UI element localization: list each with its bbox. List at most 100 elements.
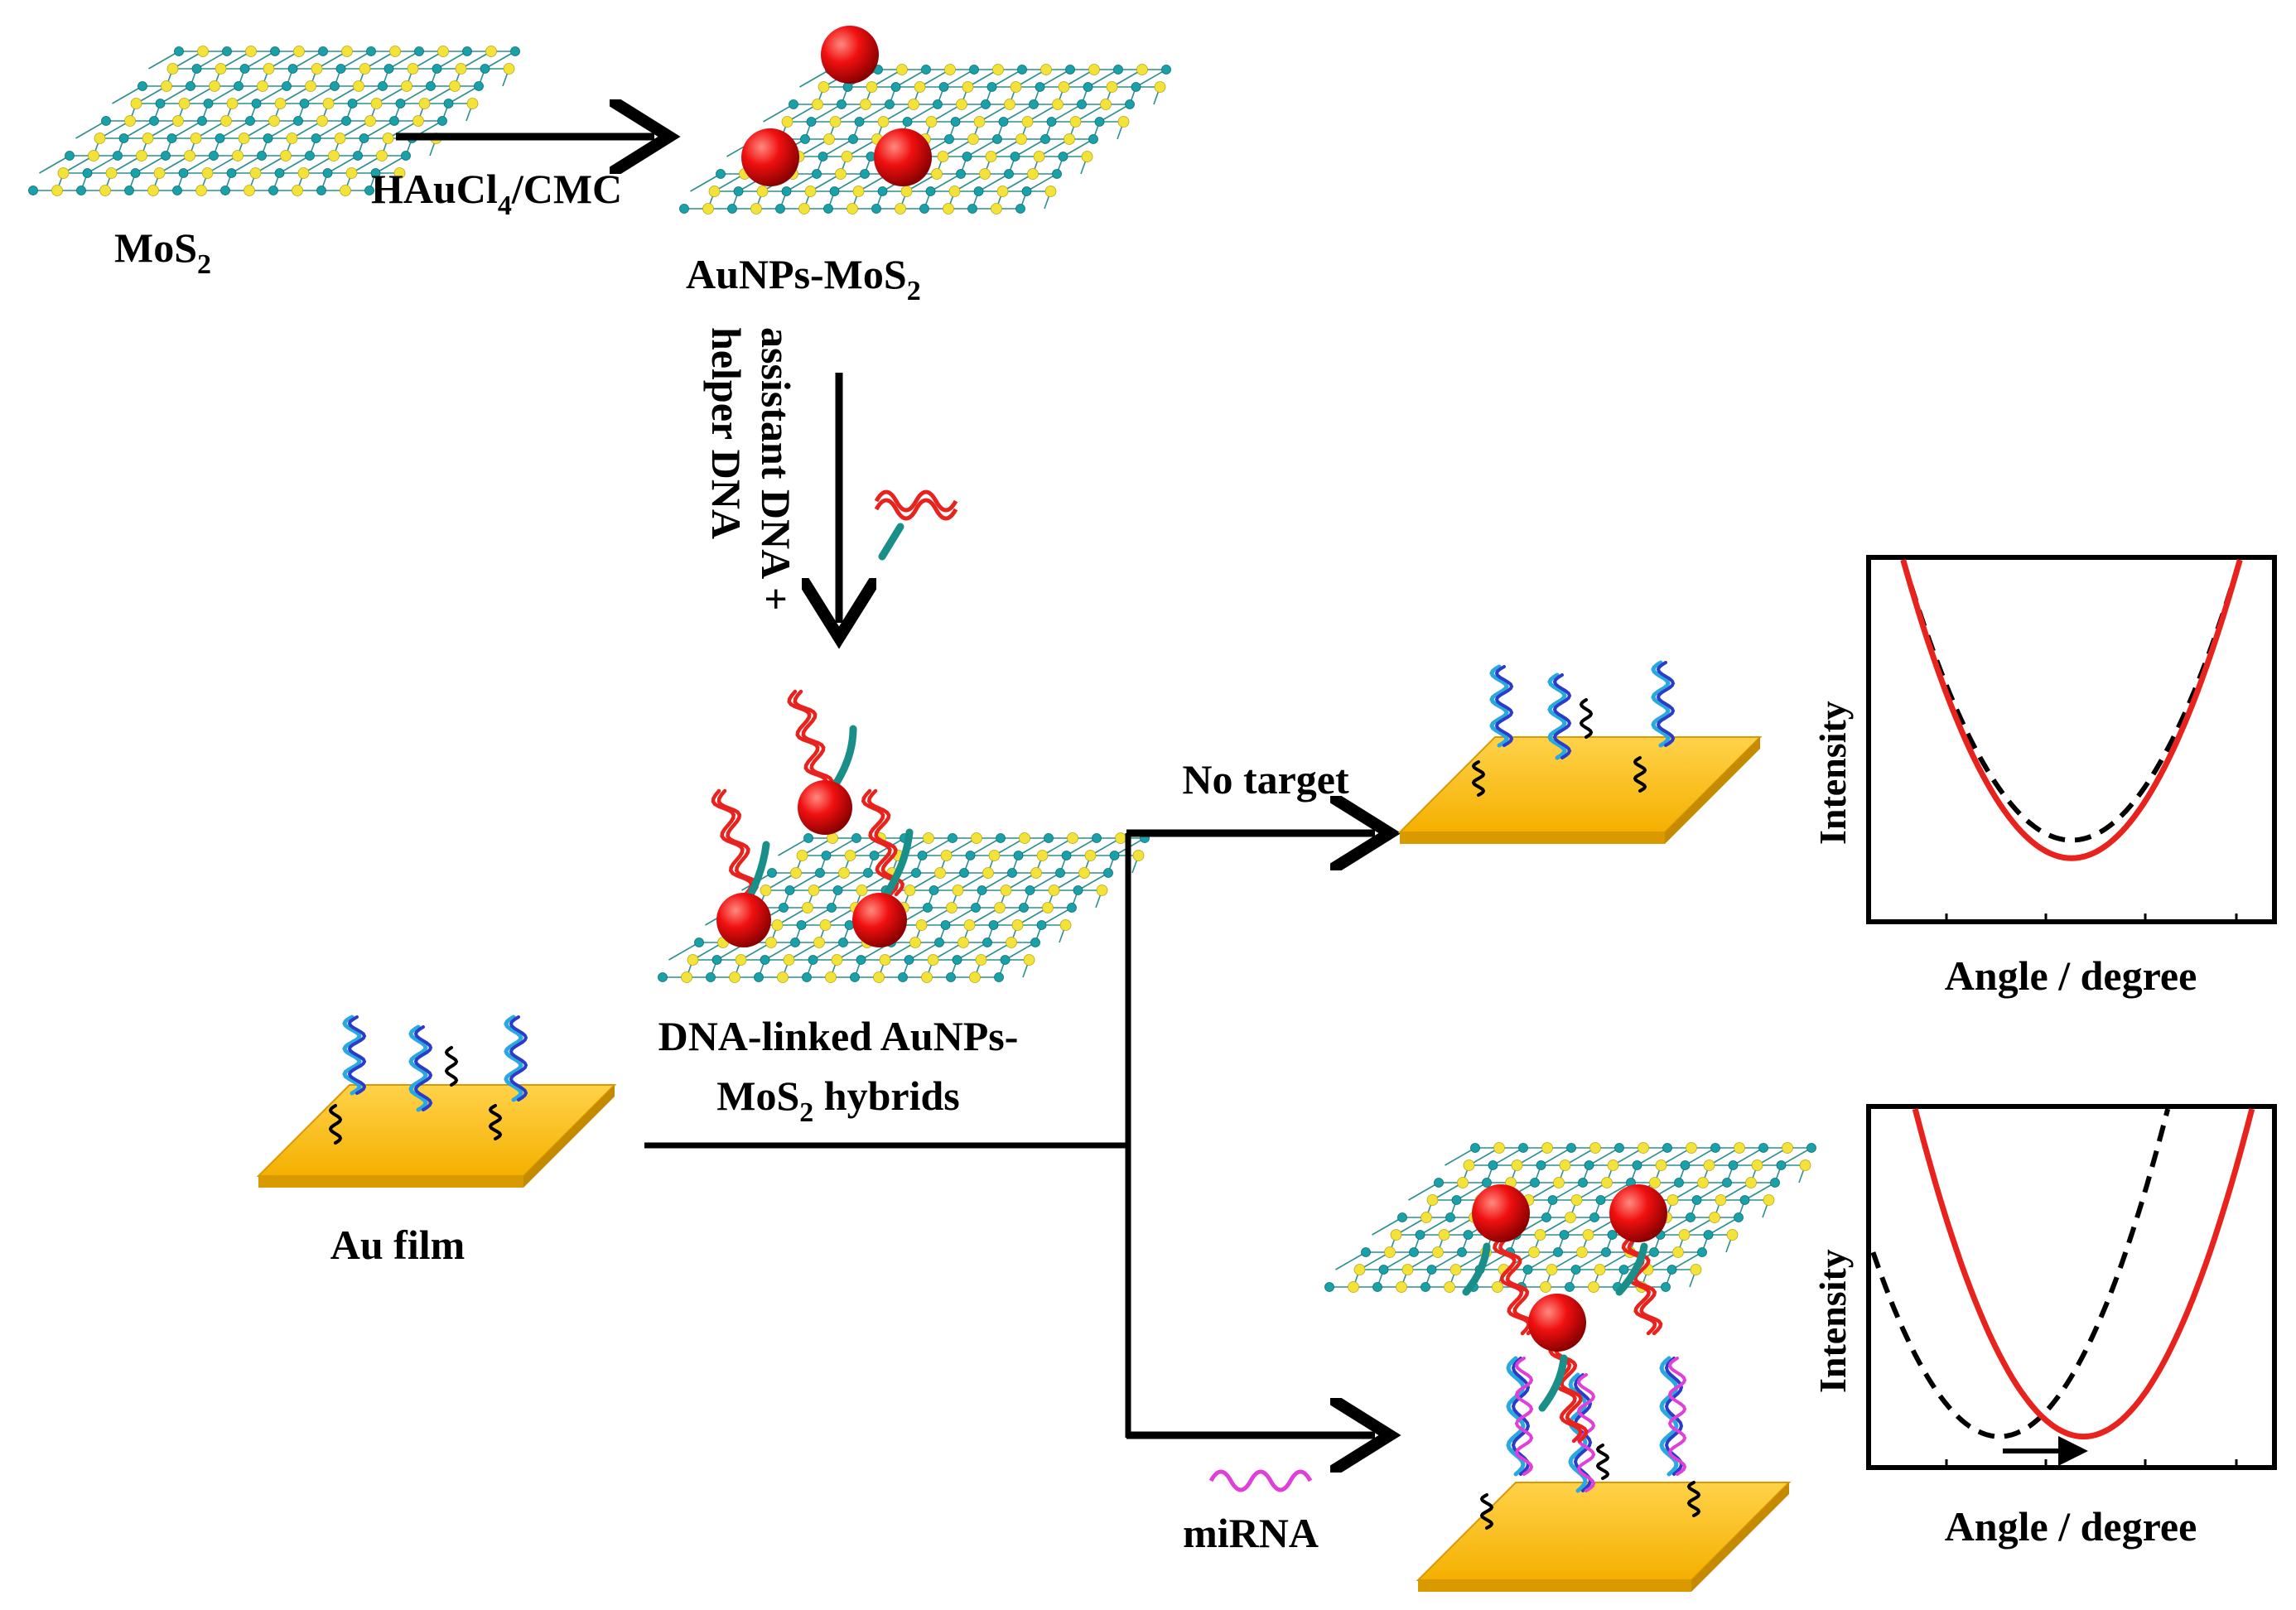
- s-atom: [382, 133, 394, 144]
- s-atom: [1511, 1159, 1523, 1171]
- s-atom: [1000, 885, 1012, 896]
- s-atom: [376, 150, 388, 161]
- s-atom: [184, 150, 195, 161]
- spr-plot-no-target: Intensity Angle / degree: [1811, 555, 2277, 999]
- probe-dna: [408, 1024, 428, 1112]
- s-atom: [1048, 885, 1060, 896]
- mo-atom: [389, 116, 399, 126]
- mo-atom: [898, 972, 908, 982]
- s-atom: [1426, 1194, 1439, 1206]
- mo-atom: [149, 116, 159, 126]
- mo-atom: [28, 186, 38, 195]
- s-atom: [389, 46, 401, 57]
- mo-atom: [779, 903, 789, 913]
- plot-frame: [1866, 555, 2277, 924]
- probe-dna: [1489, 664, 1509, 748]
- s-atom: [124, 115, 136, 127]
- s-atom: [873, 971, 885, 983]
- s-atom: [286, 133, 298, 144]
- mo-atom: [1470, 1143, 1480, 1153]
- s-atom: [967, 133, 979, 145]
- mo-atom: [803, 833, 813, 843]
- s-atom: [172, 115, 184, 127]
- s-atom: [1384, 1246, 1396, 1258]
- mo-atom: [1518, 1143, 1528, 1153]
- mo-atom: [172, 186, 182, 195]
- s-atom: [1115, 832, 1126, 844]
- s-atom: [353, 80, 364, 92]
- mo-atom: [1058, 152, 1068, 161]
- mo-atom: [178, 168, 189, 178]
- s-atom: [991, 203, 1002, 215]
- mo-atom: [197, 116, 207, 126]
- s-atom: [99, 185, 111, 196]
- mo-atom: [1007, 868, 1017, 878]
- dna-reagent-label-line1: assistant DNA +: [753, 327, 799, 610]
- au-film-with-target: [1416, 1356, 1792, 1592]
- s-atom: [1030, 867, 1042, 879]
- s-atom: [819, 919, 832, 931]
- s-atom: [994, 902, 1006, 913]
- mo-atom: [1103, 868, 1113, 878]
- mo-atom: [1806, 1143, 1816, 1153]
- plot-xlabel: Angle / degree: [1945, 1503, 2197, 1550]
- mo-atom: [854, 117, 865, 127]
- mo-atom: [1409, 1247, 1419, 1257]
- mo-atom: [760, 955, 770, 965]
- mo-atom: [827, 903, 837, 913]
- s-atom: [1019, 832, 1030, 844]
- plot-ylabel: Intensity: [1811, 1249, 1854, 1393]
- s-atom: [790, 867, 802, 879]
- mo-atom: [885, 99, 895, 109]
- mo-atom: [1378, 1265, 1389, 1275]
- s-atom: [948, 186, 961, 197]
- gold-nanoparticle: [1609, 1184, 1667, 1242]
- s-atom: [328, 150, 340, 161]
- s-atom: [1463, 1159, 1475, 1171]
- mo-atom: [1661, 1282, 1671, 1292]
- mo-atom: [270, 46, 280, 56]
- mo-atom: [299, 99, 310, 108]
- s-atom: [934, 867, 946, 879]
- mo-atom: [113, 151, 123, 161]
- s-atom: [844, 850, 856, 861]
- s-atom: [937, 151, 949, 162]
- s-atom: [866, 81, 878, 93]
- probe-dna: [509, 1015, 528, 1101]
- mo-atom: [1017, 65, 1027, 75]
- mo-atom: [863, 868, 873, 878]
- s-atom: [979, 168, 991, 180]
- s-atom: [190, 133, 202, 144]
- s-atom: [1449, 1264, 1462, 1275]
- assistant-dna: [1498, 1236, 1536, 1336]
- s-atom: [943, 203, 954, 215]
- s-atom: [370, 98, 383, 109]
- mo-atom: [1589, 1212, 1599, 1222]
- mo-atom: [1067, 903, 1077, 913]
- mo-atom: [1649, 1247, 1659, 1257]
- s-atom: [1546, 1264, 1558, 1275]
- mo-atom: [1662, 1143, 1672, 1153]
- s-atom: [1667, 1194, 1679, 1206]
- plot-ylabel: Intensity: [1811, 701, 1854, 845]
- s-atom: [1088, 64, 1100, 75]
- mo-atom: [1728, 1160, 1739, 1170]
- mo-atom: [191, 64, 202, 74]
- s-atom: [973, 116, 986, 128]
- mo-atom: [366, 46, 376, 56]
- mo-atom: [917, 851, 928, 860]
- mo-atom: [462, 46, 472, 56]
- mo-atom: [245, 116, 255, 126]
- s-atom: [1132, 850, 1145, 861]
- mos2-sheet: [28, 46, 520, 196]
- mo-atom: [967, 204, 977, 214]
- gold-nanoparticle: [741, 128, 799, 186]
- s-atom: [835, 168, 847, 180]
- s-atom: [825, 971, 837, 983]
- probe-dna: [413, 1025, 433, 1111]
- mo-atom: [919, 204, 929, 214]
- mo-atom: [800, 134, 810, 144]
- s-atom: [245, 46, 257, 57]
- mo-atom: [694, 938, 704, 947]
- mo-atom: [996, 833, 1006, 843]
